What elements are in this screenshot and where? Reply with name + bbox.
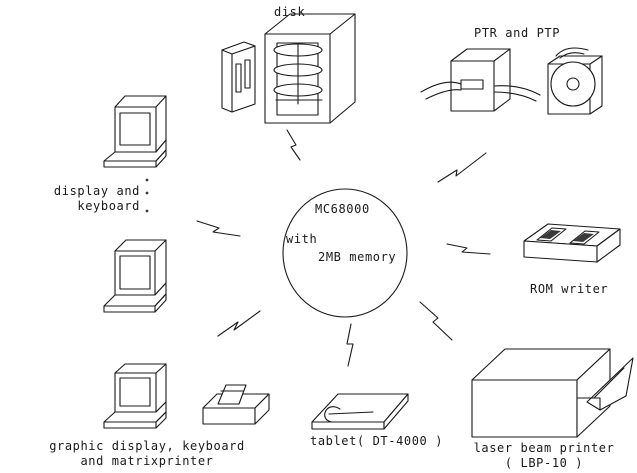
- link-rom-writer: [446, 243, 491, 255]
- label-ptr-ptp: PTR and PTP: [474, 26, 561, 40]
- label-laser-2: ( LBP-10 ): [504, 456, 584, 470]
- tablet-icon: [311, 393, 409, 430]
- label-graphic-1: graphic display, keyboard: [49, 439, 245, 453]
- label-display-keyboard-1: display and: [53, 184, 140, 198]
- link-graphic-display: [217, 310, 261, 337]
- link-disk: [286, 129, 301, 161]
- graphic-display-icon: [103, 363, 167, 429]
- label-rom-writer: ROM writer: [530, 282, 609, 296]
- link-ptr-ptp: [437, 152, 487, 183]
- link-tablet: [346, 323, 354, 367]
- label-tablet: tablet( DT-4000 ): [310, 434, 444, 448]
- matrix-printer-icon: [202, 384, 270, 425]
- continuation-dot: [145, 191, 149, 195]
- display-terminal-icon: [103, 239, 167, 313]
- display-terminal-icon: [103, 95, 167, 168]
- continuation-dot: [145, 209, 149, 213]
- disk-drive-icon: [221, 13, 356, 124]
- ptr-ptp-icon: [420, 47, 603, 115]
- label-disk: disk: [274, 5, 306, 19]
- label-graphic-2: and matrixprinter: [80, 454, 214, 468]
- continuation-dot: [145, 178, 149, 182]
- center-line-1: MC68000: [315, 202, 370, 216]
- link-laser-printer: [419, 301, 453, 341]
- center-line-2: with: [286, 232, 318, 246]
- link-display-top: [196, 220, 241, 237]
- mc68000-hub-circle: [282, 188, 408, 318]
- rom-writer-icon: [523, 223, 621, 263]
- label-display-keyboard-2: keyboard: [77, 199, 140, 213]
- center-line-3: 2MB memory: [318, 250, 397, 264]
- label-laser-1: laser beam printer: [473, 441, 615, 455]
- laser-printer-icon: [471, 348, 634, 438]
